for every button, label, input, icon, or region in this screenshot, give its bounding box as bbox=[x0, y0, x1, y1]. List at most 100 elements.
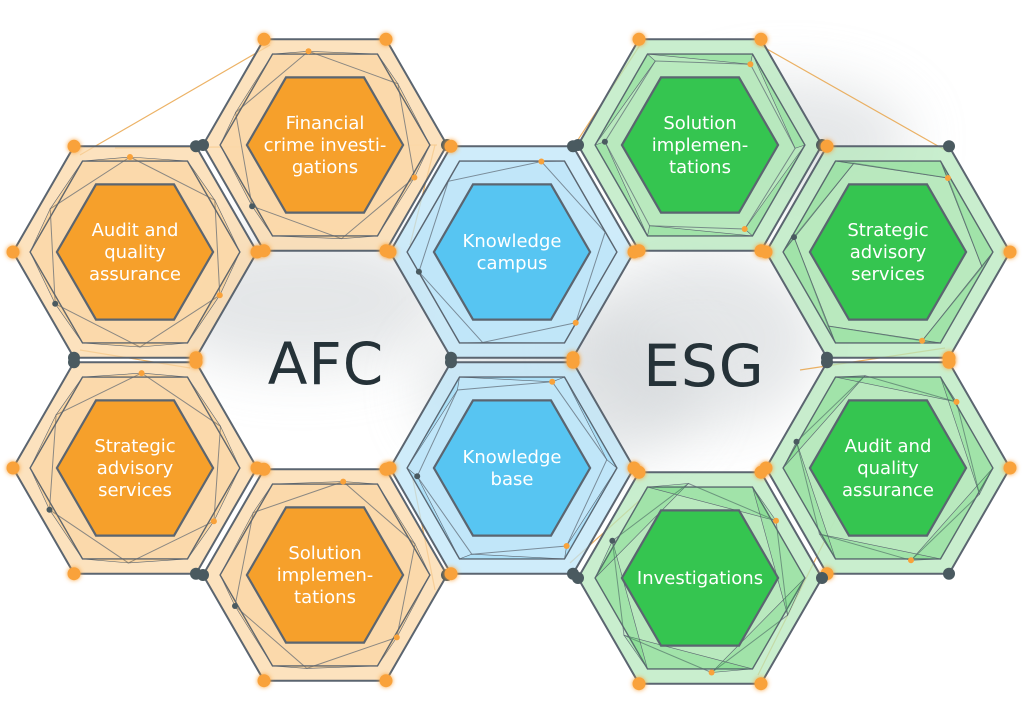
node-small bbox=[127, 154, 133, 160]
hexagon-label-line: quality bbox=[857, 458, 919, 479]
hexagon-facet bbox=[647, 225, 753, 237]
hexagon-facet bbox=[782, 441, 836, 560]
hexagon-label-line: Knowledge bbox=[463, 231, 562, 252]
hexagon-facet bbox=[827, 325, 941, 344]
hexagon-facet bbox=[752, 486, 806, 617]
hexagon-facet bbox=[406, 160, 460, 253]
hexagon-facet bbox=[818, 533, 941, 560]
hexagon-label-line: Investigations bbox=[637, 568, 763, 589]
hexagon-core bbox=[432, 399, 592, 537]
node-orange bbox=[257, 674, 271, 688]
hexagon-core bbox=[620, 76, 780, 214]
node-orange bbox=[632, 465, 646, 479]
hexagon-facet bbox=[835, 160, 949, 179]
hexagon-facet bbox=[744, 144, 806, 237]
hexagon-facet bbox=[219, 53, 273, 146]
node-small bbox=[415, 268, 422, 275]
node-small bbox=[708, 669, 715, 676]
hexagon-facet bbox=[187, 160, 241, 253]
hexagon-core bbox=[55, 183, 215, 321]
node-dark bbox=[190, 140, 202, 153]
group-label-afc: AFC bbox=[268, 330, 385, 398]
hexagon-facet bbox=[272, 665, 378, 669]
hexagon-label-line: base bbox=[491, 469, 534, 490]
hexagon-facet bbox=[272, 481, 378, 485]
hexagon-label-line: gations bbox=[292, 157, 358, 178]
node-dark bbox=[197, 569, 209, 581]
hexagon-core bbox=[245, 506, 405, 644]
node-small bbox=[609, 537, 616, 544]
hexagon-facet bbox=[29, 467, 83, 560]
node-orange bbox=[379, 674, 393, 688]
node-orange bbox=[820, 139, 834, 153]
hexagon-label-line: tations bbox=[669, 157, 731, 178]
hexagon-core bbox=[808, 183, 968, 321]
hexagon-facet bbox=[710, 577, 806, 673]
hexagon-label-line: implemen- bbox=[277, 565, 374, 586]
node-orange bbox=[257, 462, 271, 476]
hexagon-facet bbox=[564, 467, 618, 560]
hexagon-facet bbox=[377, 144, 431, 237]
hexagon-facet bbox=[29, 160, 83, 253]
node-orange bbox=[632, 32, 646, 46]
hexagon-facet bbox=[377, 483, 431, 576]
node-small bbox=[414, 473, 421, 480]
node-orange bbox=[383, 461, 397, 475]
node-orange bbox=[379, 32, 393, 46]
hexagon-label-line: implemen- bbox=[652, 135, 749, 156]
hexagon-facet bbox=[782, 236, 836, 344]
node-orange bbox=[444, 567, 458, 581]
hexagon-facet bbox=[219, 574, 273, 667]
node-small bbox=[393, 634, 400, 641]
node-orange bbox=[1003, 245, 1017, 259]
node-orange bbox=[754, 32, 768, 46]
hexagon-core bbox=[808, 399, 968, 537]
node-orange bbox=[754, 677, 768, 691]
node-orange bbox=[6, 461, 20, 475]
hexagon-facet bbox=[782, 160, 855, 253]
hexagon-facet bbox=[459, 553, 565, 560]
node-small bbox=[953, 398, 960, 405]
hexagon-facet bbox=[377, 574, 431, 667]
node-small bbox=[572, 319, 579, 326]
hexagon-facet bbox=[594, 539, 648, 670]
hexagon-facet bbox=[594, 483, 690, 579]
hexagon-facet bbox=[782, 375, 866, 469]
hexagon-facet bbox=[406, 467, 460, 560]
node-orange bbox=[759, 245, 773, 259]
node-small bbox=[563, 543, 570, 549]
node-small bbox=[340, 478, 347, 485]
hexagon-label-line: Solution bbox=[663, 113, 736, 134]
connector-line bbox=[79, 44, 271, 156]
node-small bbox=[305, 48, 312, 55]
hexagon-label-line: Strategic bbox=[847, 220, 928, 241]
hexagon-facet bbox=[459, 376, 565, 383]
node-orange bbox=[383, 245, 397, 259]
node-small bbox=[46, 506, 53, 513]
hexagon-label-line: Knowledge bbox=[463, 447, 562, 468]
hexagon-facet bbox=[623, 634, 753, 670]
hexagon-label-line: Strategic bbox=[94, 436, 175, 457]
node-dark bbox=[821, 356, 833, 369]
hexagon-label-line: crime investi- bbox=[264, 135, 387, 156]
node-small bbox=[741, 226, 748, 232]
hexagon-facet bbox=[594, 53, 656, 146]
hexagon-facet bbox=[29, 376, 83, 469]
hexagon-facet bbox=[921, 251, 994, 344]
hexagon-facet bbox=[406, 376, 460, 469]
hexagon-label-line: assurance bbox=[842, 480, 934, 501]
node-orange bbox=[942, 355, 956, 369]
hexagon-facet bbox=[82, 372, 188, 378]
hexagon-facet bbox=[272, 235, 378, 240]
hexagon-facet bbox=[752, 53, 806, 149]
hexagon-label-line: advisory bbox=[97, 458, 174, 479]
hexagon-label-line: Audit and bbox=[845, 436, 932, 457]
connector-line bbox=[759, 44, 946, 151]
hexagon-label-line: services bbox=[98, 480, 172, 501]
node-small bbox=[773, 517, 779, 524]
